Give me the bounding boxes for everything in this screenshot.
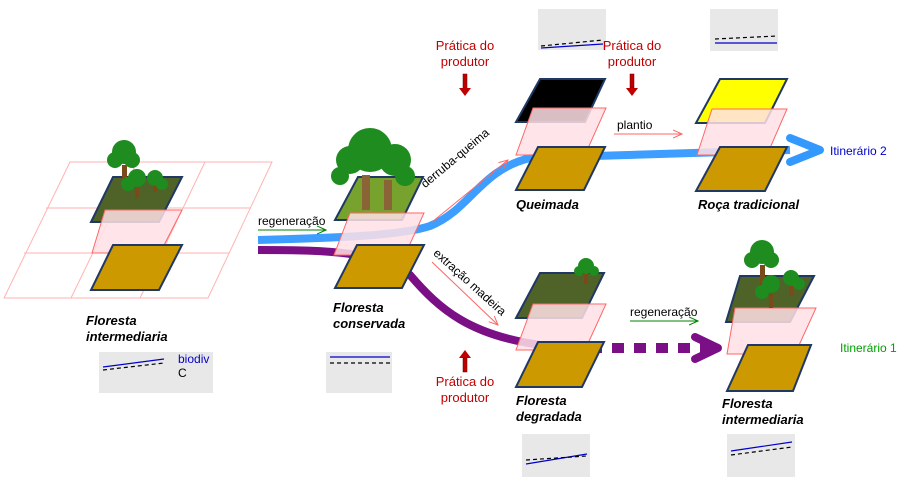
title-floresta-conservada: Floresta conservada [333,300,405,332]
tree-icon [107,140,168,198]
tree-icon [574,258,599,284]
derruba-queima-arrow [431,160,508,223]
node-floresta-intermediaria-left[interactable] [89,140,184,291]
title-queimada: Queimada [516,197,579,212]
title-line: conservada [333,316,406,331]
node-roca-tradicional[interactable] [694,78,789,192]
mini-chart-conservada [326,352,392,393]
title-floresta-intermediaria-left: Floresta intermediaria [86,313,168,345]
title-line: Floresta [86,313,137,328]
node-queimada[interactable] [514,78,607,191]
mini-chart-roca [710,9,778,51]
practice-line: Prática do [435,38,495,53]
title-line: Floresta [516,393,567,408]
tree-icon [744,240,805,308]
practice-label-2: Prática do produtor [587,38,677,70]
itinerary-2-path [257,146,791,244]
practice-line: produtor [440,390,490,405]
node-floresta-conservada[interactable] [331,128,426,289]
mini-chart-queimada [538,9,606,50]
title-line: degradada [516,409,582,424]
practice-line: Prática do [602,38,662,53]
practice-line: produtor [607,54,657,69]
title-line: Floresta [333,300,384,315]
legend-carbon: C [178,366,187,380]
practice-label-1: Prática do produtor [420,38,510,70]
title-line: Floresta [722,396,773,411]
itinerary-1-label: Itinerário 1 [840,341,897,355]
itinerary-2-arrowhead [786,134,824,166]
node-floresta-degradada[interactable] [514,258,607,388]
title-roca-tradicional: Roça tradicional [698,197,800,212]
title-floresta-intermediaria-right: Floresta intermediaria [722,396,804,428]
practice-arrow-down-1 [459,73,471,96]
practice-label-3: Prática do produtor [420,374,510,406]
practice-arrow-down-2 [626,73,638,96]
legend-biodiv: biodiv [178,352,210,366]
itinerary-2-label: Itinerário 2 [830,144,887,158]
node-floresta-intermediaria-right[interactable] [724,240,817,392]
title-line: intermediaria [722,412,804,427]
title-floresta-degradada: Floresta degradada [516,393,582,425]
practice-line: produtor [440,54,490,69]
mini-chart-left [99,352,213,393]
practice-line: Prática do [435,374,495,389]
label-regeneracao-left: regeneração [258,214,326,228]
label-plantio: plantio [617,118,653,132]
tree-icon [331,128,415,210]
itinerary-1-path [257,246,591,352]
label-regeneracao-right: regeneração [630,305,698,319]
mini-chart-intermediaria-right [727,434,795,477]
practice-arrow-up [459,350,471,373]
extracao-madeira-arrow [431,261,498,325]
itinerary-1-arrowhead [691,333,722,363]
title-line: intermediaria [86,329,168,344]
mini-chart-degradada [522,434,590,477]
